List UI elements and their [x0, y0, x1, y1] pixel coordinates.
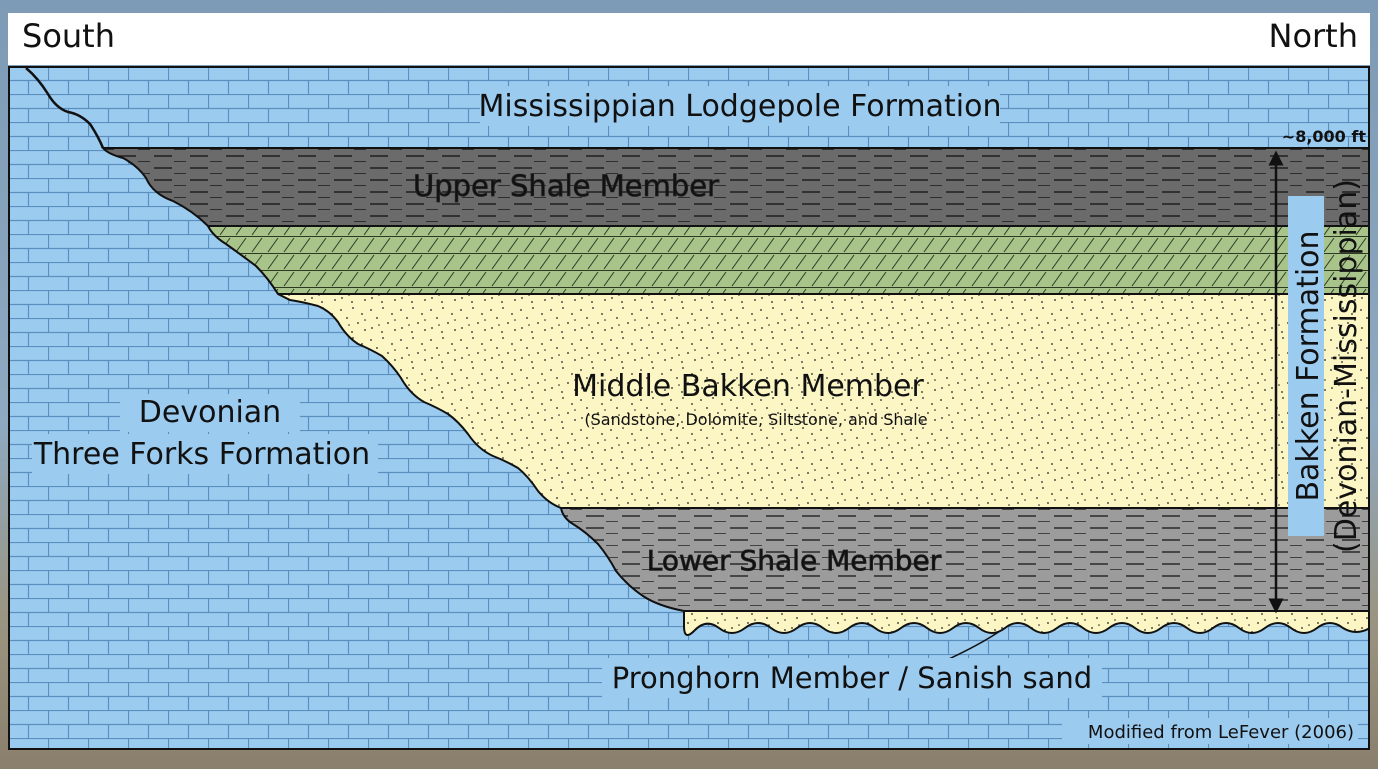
- credit-label: Modified from LeFever (2006): [1088, 722, 1354, 743]
- middle-bakken-layer: [277, 293, 1370, 509]
- three-forks-label-1: Devonian: [139, 395, 281, 430]
- middle-bakken-sublabel: (Sandstone, Dolomite, Siltstone, and Sha…: [584, 410, 927, 429]
- lower-shale-layer: [559, 507, 1370, 612]
- top-contact-line: [25, 67, 105, 149]
- bakken-formation-label: Bakken Formation: [1291, 230, 1326, 501]
- upper-shale-layer: [100, 147, 1370, 227]
- lower-shale-label: Lower Shale Member: [647, 544, 942, 577]
- dolomite-layer: [206, 225, 1370, 295]
- upper-shale-label: Upper Shale Member: [413, 169, 719, 203]
- diagram-frame: [8, 66, 1370, 750]
- south-label: South: [22, 17, 115, 55]
- bakken-age-label: (Devonian-Mississippian): [1329, 179, 1364, 553]
- pronghorn-layer: [683, 610, 1370, 636]
- north-label: North: [1268, 17, 1359, 55]
- middle-bakken-label: Middle Bakken Member: [572, 369, 924, 404]
- bakken-cross-section: Mississippian Lodgepole Formation Upper …: [8, 66, 1370, 750]
- three-forks-label-2: Three Forks Formation: [33, 437, 370, 472]
- header-bar: South North: [8, 13, 1370, 65]
- lodgepole-label: Mississippian Lodgepole Formation: [479, 89, 1002, 124]
- pronghorn-label: Pronghorn Member / Sanish sand: [612, 661, 1092, 695]
- depth-label: ~8,000 ft: [1282, 127, 1367, 146]
